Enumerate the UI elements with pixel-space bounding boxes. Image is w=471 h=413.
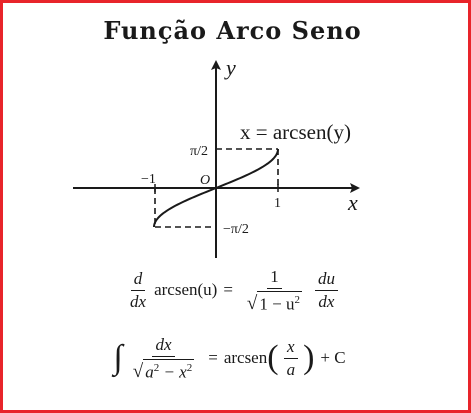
dx-denominator-2: dx — [318, 291, 335, 311]
origin-label: O — [200, 173, 210, 188]
a-denominator: a — [286, 359, 296, 379]
radicand-base: 1 − u — [259, 294, 295, 314]
y-axis-label: y — [224, 55, 236, 80]
a-exponent: 2 — [153, 362, 160, 374]
integrand-numerator: dx — [152, 336, 175, 357]
tick-label-one: 1 — [274, 196, 281, 211]
sqrt-denominator: √ 1 − u2 — [244, 289, 305, 313]
radical-sign: √ — [246, 292, 258, 314]
arcsen-u: arcsen(u) — [154, 280, 218, 300]
tick-label-neg-one: −1 — [141, 172, 156, 187]
sqrt-2: √ a2 − x2 — [132, 359, 195, 382]
a-base: a — [145, 362, 154, 382]
d-numerator: d — [130, 269, 146, 291]
equals-sign: = — [223, 280, 233, 300]
integrand-fraction: dx √ a2 − x2 — [130, 336, 197, 381]
derivative-formula: d dx arcsen(u) = 1 √ 1 − u2 du dx — [0, 268, 465, 313]
tick-label-pi-half: π/2 — [190, 144, 208, 159]
arcsen-text: arcsen — [223, 348, 268, 368]
sqrt: √ 1 − u2 — [247, 291, 302, 313]
x-axis-label: x — [347, 190, 358, 215]
arcsine-curve — [153, 148, 279, 228]
x-over-a-fraction: x a — [284, 337, 299, 379]
tick-label-neg-pi-half: −π/2 — [223, 222, 249, 237]
d-dx-fraction: d dx — [127, 269, 149, 311]
right-paren: ) — [303, 339, 315, 377]
integrand-denominator: √ a2 − x2 — [130, 357, 197, 381]
radicand-2: a2 − x2 — [143, 359, 195, 382]
equals-sign-2: = — [208, 348, 218, 368]
x-exponent: 2 — [186, 362, 193, 374]
du-numerator: du — [314, 269, 338, 291]
x-numerator: x — [284, 337, 298, 359]
plus-c: + C — [320, 348, 346, 368]
minus-x: − x — [159, 362, 187, 382]
left-paren: ( — [267, 339, 279, 377]
integral-formula: ∫ dx √ a2 − x2 = arcsen ( x a ) + C — [0, 336, 465, 381]
curve-label: x = arcsen(y) — [240, 120, 351, 144]
one-numerator: 1 — [267, 268, 282, 289]
radicand-exponent: 2 — [294, 294, 300, 306]
radicand: 1 − u2 — [257, 291, 302, 313]
du-dx-fraction: du dx — [314, 269, 338, 311]
page-title: Função Arco Seno — [103, 16, 362, 45]
integral-sign: ∫ — [113, 339, 123, 377]
dx-denominator: dx — [130, 291, 147, 311]
one-over-sqrt-fraction: 1 √ 1 − u2 — [244, 268, 305, 313]
radical-sign-2: √ — [132, 360, 144, 382]
